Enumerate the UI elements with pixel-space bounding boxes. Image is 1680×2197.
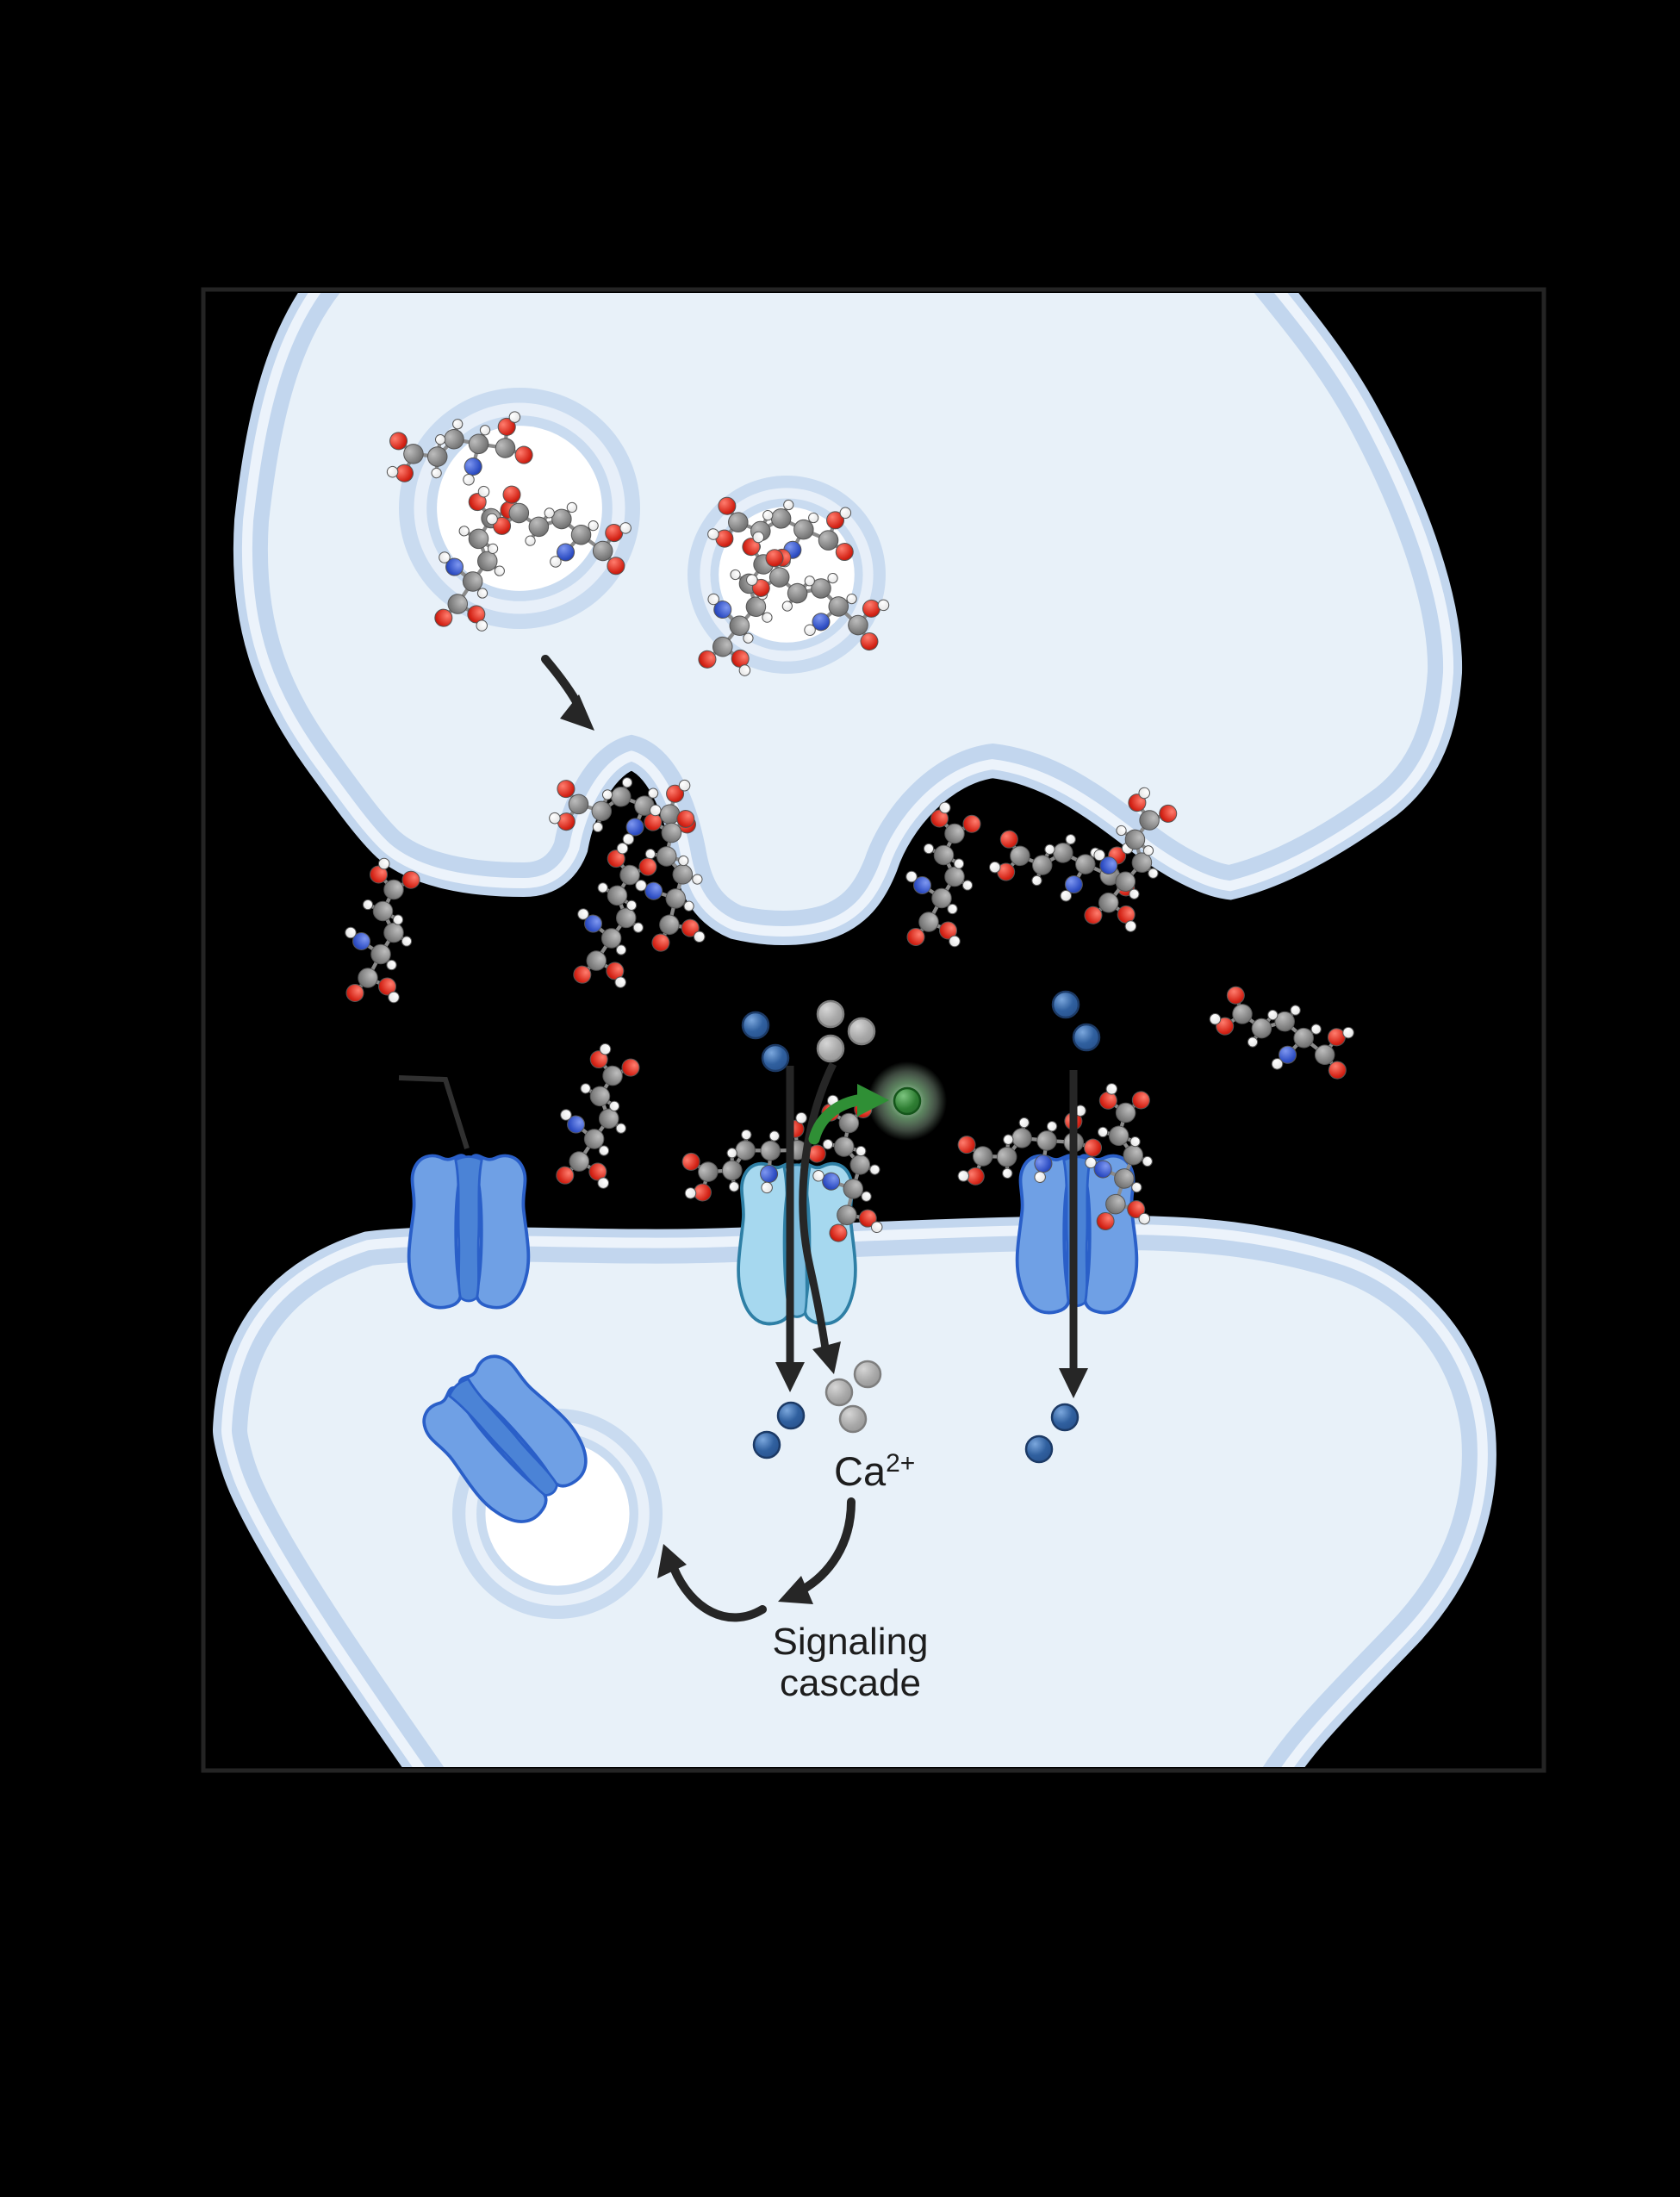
signaling-cascade-label-line2: cascade [780, 1662, 921, 1704]
gray-ion [816, 1034, 845, 1063]
gray-ion [838, 1404, 868, 1434]
calcium-ion [752, 1430, 781, 1459]
calcium-label: Ca2+ [834, 1448, 915, 1494]
calcium-ion [1024, 1435, 1054, 1464]
vesicle-release-arrow [541, 655, 594, 731]
gray-ion [847, 1017, 876, 1046]
gray-ion [816, 999, 845, 1029]
calcium-ion [776, 1401, 806, 1430]
fluorophore-ball [893, 1086, 922, 1116]
calcium-influx-arrow-middle [775, 1066, 805, 1392]
calcium-to-cascade-arrow [778, 1497, 856, 1604]
calcium-ion [741, 1011, 770, 1040]
green-signal-arrow [808, 1084, 889, 1145]
calcium-ion [1072, 1023, 1101, 1052]
gray-ion [824, 1378, 854, 1407]
calcium-influx-arrow-right [1059, 1070, 1088, 1398]
calcium-ion [761, 1043, 790, 1073]
signaling-cascade-label-line1: Signaling [772, 1621, 928, 1663]
glutamate-receptor [408, 1155, 529, 1308]
ion-influx-arrow-curved [799, 1062, 841, 1374]
calcium-ion [1051, 990, 1080, 1019]
calcium-ion [1050, 1403, 1080, 1432]
open-glutamate-receptor [738, 1163, 856, 1324]
receptor-leader-line [398, 1075, 470, 1149]
postsynaptic-cell [212, 1215, 1496, 1767]
cascade-to-endosome-arrow [657, 1544, 767, 1622]
fluorescence-indicator [868, 1061, 947, 1141]
gray-ion [853, 1360, 882, 1389]
